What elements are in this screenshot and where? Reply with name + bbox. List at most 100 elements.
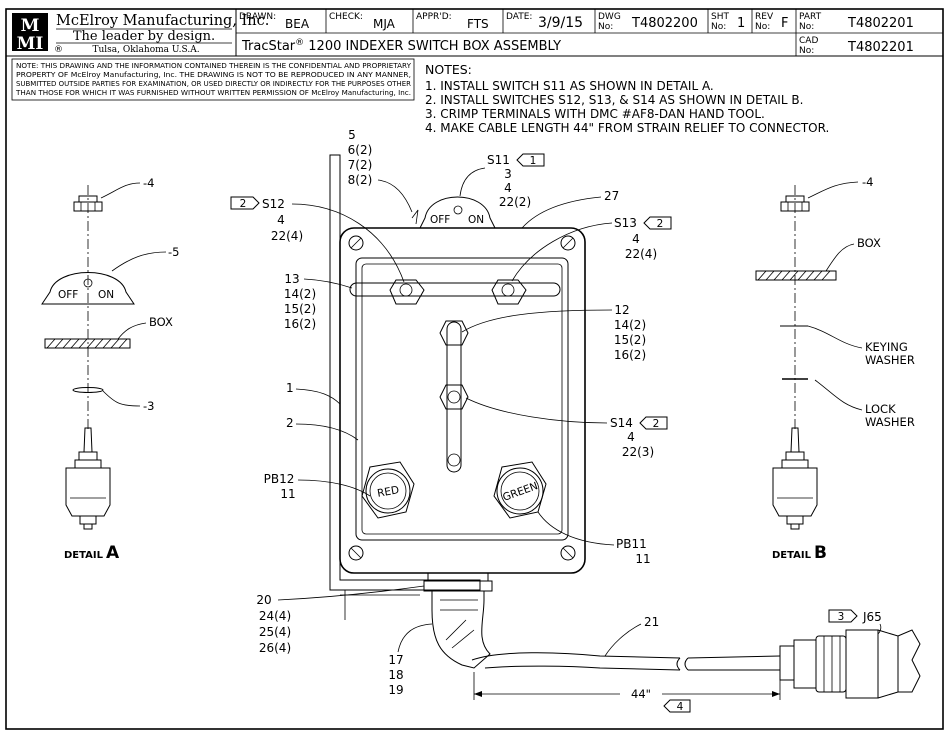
detail-b-callout-4: -4 xyxy=(862,175,873,189)
detail-b-toggle-switch xyxy=(772,427,818,530)
s12-sub-22: 22(4) xyxy=(271,229,303,243)
dwg-value: T4802200 xyxy=(631,16,698,31)
title-block: M MI ® McElroy Manufacturing, Inc. The l… xyxy=(6,9,943,57)
detail-a: -4 OFF ON -5 BOX -3 DETAI xyxy=(41,176,179,563)
check-value: MJA xyxy=(373,17,396,31)
confidential-line-1: NOTE: THIS DRAWING AND THE INFORMATION C… xyxy=(16,62,412,70)
cad-label-1: CAD xyxy=(799,36,818,46)
callout-24: 24(4) xyxy=(259,609,291,623)
j65-label: J65 xyxy=(862,610,882,624)
callout-17: 17 xyxy=(388,653,403,667)
s12-sub-4: 4 xyxy=(277,213,285,227)
s12-s13-switch-bar xyxy=(349,279,561,305)
corner-screw-tr xyxy=(560,235,576,251)
detail-a-washer xyxy=(72,387,104,393)
svg-text:MI: MI xyxy=(17,34,44,54)
drawing-title-brand: TracStar xyxy=(241,39,296,54)
pb11-green-button: GREEN xyxy=(493,461,547,519)
company-name: McElroy Manufacturing, Inc. xyxy=(56,13,269,29)
s11-label: S11 xyxy=(487,153,510,167)
callout-5: 5 xyxy=(348,128,356,142)
confidential-line-4: THAN THOSE FOR WHICH IT WAS FURNISHED WI… xyxy=(15,89,411,97)
detail-b-callout-box: BOX xyxy=(857,236,881,250)
callout-8: 8(2) xyxy=(348,173,373,187)
rev-label-1: REV xyxy=(755,12,774,22)
detail-a-callout-5: -5 xyxy=(168,245,179,259)
s11-flag: 1 xyxy=(530,155,537,167)
callout-13: 13 xyxy=(284,272,299,286)
detail-a-plate-on: ON xyxy=(98,289,114,301)
apprvd-value: FTS xyxy=(467,17,489,31)
svg-text:M: M xyxy=(21,16,40,36)
s14-sub-22: 22(3) xyxy=(622,445,654,459)
check-label: CHECK: xyxy=(329,12,363,22)
part-label-2: No: xyxy=(799,22,814,32)
note-4: 4. MAKE CABLE LENGTH 44" FROM STRAIN REL… xyxy=(425,121,829,135)
part-label-1: PART xyxy=(799,12,822,22)
s11-plate-off: OFF xyxy=(430,214,450,226)
date-value: 3/9/15 xyxy=(538,15,583,31)
apprvd-label: APPR'D: xyxy=(416,12,452,22)
detail-a-plate-off: OFF xyxy=(58,289,78,301)
company-logo: M MI xyxy=(12,13,48,54)
s14-label: S14 xyxy=(610,416,633,430)
dwg-label-1: DWG xyxy=(598,12,621,22)
s14-sub-4: 4 xyxy=(627,430,635,444)
detail-b-keying-2: WASHER xyxy=(865,353,915,367)
callout-12: 12 xyxy=(614,303,629,317)
detail-a-label-letter: A xyxy=(106,543,120,563)
callout-25: 25(4) xyxy=(259,625,291,639)
callout-18: 18 xyxy=(388,668,403,682)
detail-b-lock-1: LOCK xyxy=(865,402,896,416)
callout-15-left: 15(2) xyxy=(284,302,316,316)
detail-b-lock-2: WASHER xyxy=(865,415,915,429)
s13-flag: 2 xyxy=(657,218,664,230)
j65-flag: 3 xyxy=(838,611,845,623)
dwg-label-2: No: xyxy=(598,22,613,32)
detail-a-callout-4: -4 xyxy=(143,176,154,190)
detail-a-toggle-switch xyxy=(65,427,111,530)
pb11-label: PB11 xyxy=(616,537,647,551)
callout-15-right: 15(2) xyxy=(614,333,646,347)
detail-b-label-word: DETAIL xyxy=(772,550,812,561)
callouts: 5 6(2) 7(2) 8(2) S11 1 3 4 22(2) 27 2 S1… xyxy=(230,128,882,697)
callout-14-right: 14(2) xyxy=(614,318,646,332)
company-tagline: The leader by design. xyxy=(73,29,215,44)
strain-relief-fitting xyxy=(423,572,493,669)
part-value: T4802201 xyxy=(847,16,914,31)
callout-6: 6(2) xyxy=(348,143,373,157)
s14-switch-bar xyxy=(439,320,469,473)
callout-16-left: 16(2) xyxy=(284,317,316,331)
registered-mark: ® xyxy=(54,45,63,55)
callout-21: 21 xyxy=(644,615,659,629)
s11-sub-3: 3 xyxy=(504,167,512,181)
rev-value: F xyxy=(781,16,788,31)
detail-b-nut xyxy=(780,195,810,212)
callout-26: 26(4) xyxy=(259,641,291,655)
detail-a-nut xyxy=(73,195,103,212)
date-label: DATE: xyxy=(506,12,532,22)
switch-box-lid xyxy=(355,257,569,541)
detail-a-box-section xyxy=(44,338,131,349)
detail-a-label-word: DETAIL xyxy=(64,550,104,561)
j65-connector xyxy=(779,629,921,699)
pb12-red-button: RED xyxy=(361,461,415,519)
callout-1: 1 xyxy=(286,381,294,395)
pb11-sub: 11 xyxy=(635,552,650,566)
callout-7: 7(2) xyxy=(348,158,373,172)
s11-sub-22: 22(2) xyxy=(499,195,531,209)
corner-screw-bl xyxy=(348,545,364,561)
confidential-line-2: PROPERTY OF McElroy Manufacturing, Inc. … xyxy=(16,71,411,79)
s11-plate-on: ON xyxy=(468,214,484,226)
note-2: 2. INSTALL SWITCHES S12, S13, & S14 AS S… xyxy=(425,93,803,107)
note-1: 1. INSTALL SWITCH S11 AS SHOWN IN DETAIL… xyxy=(425,79,714,93)
sheet-border xyxy=(5,8,944,730)
callout-16-right: 16(2) xyxy=(614,348,646,362)
pb12-sub: 11 xyxy=(280,487,295,501)
drawing-title: TracStar® 1200 INDEXER SWITCH BOX ASSEMB… xyxy=(241,38,561,54)
s14-flag: 2 xyxy=(653,418,660,430)
